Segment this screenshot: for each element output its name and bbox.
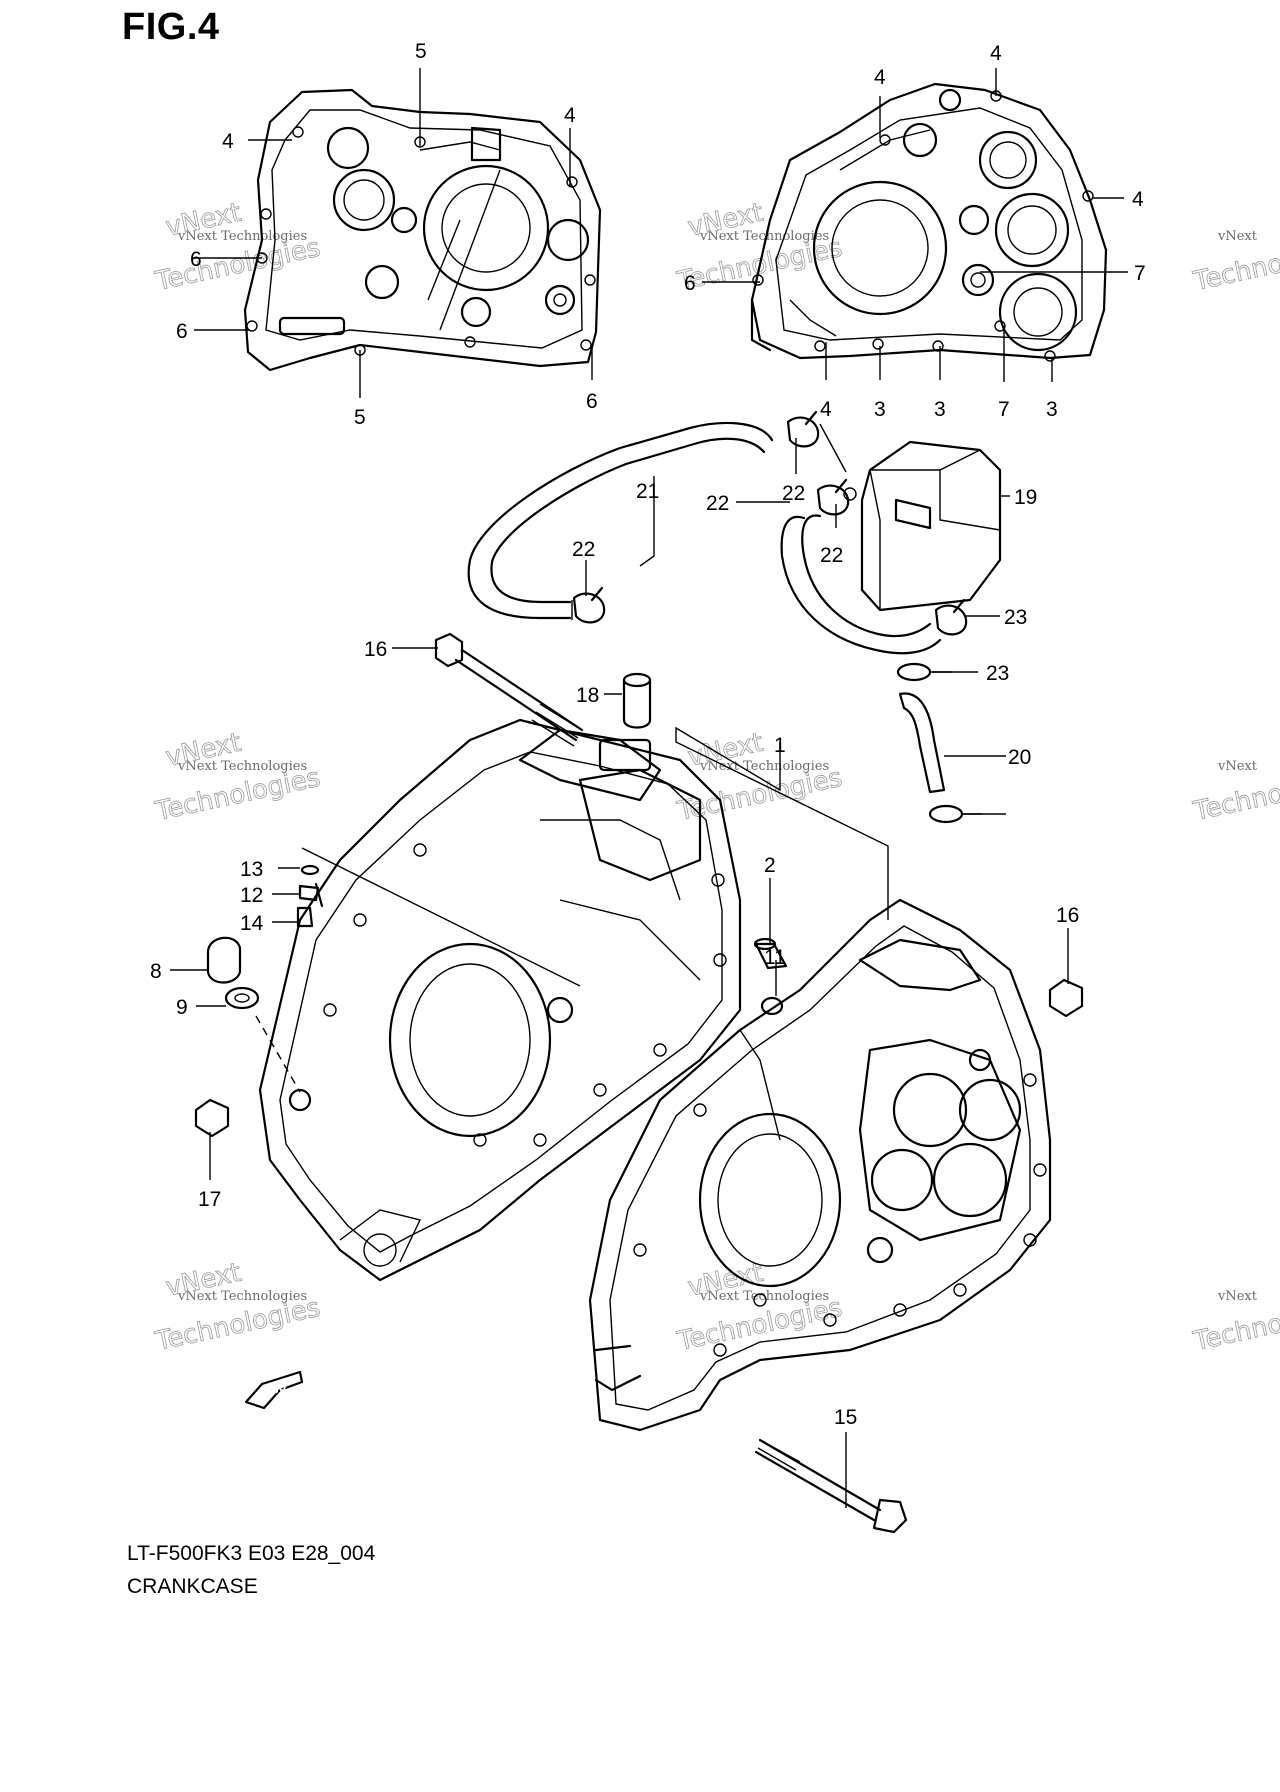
- callout-2: 2: [764, 854, 776, 877]
- breather-hose-19: [898, 692, 946, 794]
- callout-4: 4: [1132, 188, 1144, 211]
- callout-13: 14: [240, 912, 264, 935]
- watermark-small-text: vNext Technologies: [699, 229, 829, 244]
- callout-4: 4: [990, 42, 1002, 65]
- callout-21: 22: [706, 492, 729, 515]
- callout-4: 4: [820, 398, 832, 421]
- crankcase-left-half-3d: [258, 718, 742, 1282]
- callout-22: 23: [1004, 606, 1027, 629]
- callout-22: 22: [820, 544, 843, 567]
- callout-12: 13: [240, 858, 263, 881]
- callout-6: 6: [684, 272, 696, 295]
- hose-clamps-22: [572, 410, 968, 636]
- watermark-right-3: vNext Techno: [1190, 1289, 1280, 1357]
- figure-name: CRANKCASE: [127, 1575, 258, 1598]
- breather-case-18: [860, 440, 1002, 612]
- leader-lines: [170, 68, 1128, 1508]
- plug-8-and-gasket-9: [206, 936, 260, 1010]
- watermark-partial-big: Techno: [1190, 1309, 1280, 1357]
- crankcase-half-right-inner-view: [750, 82, 1108, 362]
- callout-16: 16: [1056, 904, 1079, 927]
- watermark-partial-small: vNext: [1217, 229, 1258, 244]
- o-ring-10: [760, 996, 784, 1016]
- callout-4: 4: [222, 130, 234, 153]
- callout-3: 3: [874, 398, 886, 421]
- clips-23: [896, 662, 982, 824]
- watermark-small-text: vNext Technologies: [177, 759, 307, 774]
- callout-4: 4: [564, 104, 576, 127]
- callout-1: 1: [774, 734, 786, 757]
- callout-15: 16: [364, 638, 387, 661]
- callout-18: 19: [1014, 486, 1037, 509]
- watermark-partial-big: Techno: [1190, 249, 1280, 297]
- callout-4: 4: [874, 66, 886, 89]
- watermark-left-2: vNext Technologies vNext Technologies: [152, 727, 323, 827]
- model-code: LT-F500FK3 E03 E28_004: [127, 1542, 376, 1565]
- callout-8: 8: [150, 960, 162, 983]
- watermark-right-2: vNext Techno: [1190, 759, 1280, 827]
- dowel-17: [622, 672, 652, 729]
- callout-6: 6: [176, 320, 188, 343]
- callout-labels: 5 4 4 6 6 5 6 4 4 4 7 6 4 3 3 7 3 21 22 …: [150, 40, 1146, 1429]
- watermark-right-1: vNext Techno: [1190, 229, 1280, 297]
- callout-11: 12: [240, 884, 263, 907]
- callout-6: 6: [190, 248, 202, 271]
- watermark-partial-small: vNext: [1217, 1289, 1258, 1304]
- figure-title: FIG.4: [122, 6, 220, 48]
- callout-22: 22: [782, 482, 805, 505]
- nut-16-left: [194, 1098, 230, 1138]
- bolt-14: [754, 1438, 908, 1534]
- callout-20: 21: [636, 480, 659, 503]
- watermark-left-1: vNext Technologies vNext Technologies: [152, 197, 323, 297]
- watermark-left-3: vNext Technologies vNext Technologies: [152, 1257, 323, 1357]
- callout-22: 22: [572, 538, 595, 561]
- callout-23: 23: [986, 662, 1009, 685]
- callout-7: 7: [1134, 262, 1146, 285]
- callout-16: 17: [198, 1188, 221, 1211]
- breather-hose-21: [780, 514, 942, 655]
- callout-10: 11: [764, 946, 786, 969]
- watermark-small-text: vNext Technologies: [177, 1289, 307, 1304]
- nut-16-right: [1048, 978, 1084, 1018]
- callout-3: 3: [934, 398, 946, 421]
- callout-7: 7: [998, 398, 1010, 421]
- dowel-2: [753, 937, 788, 970]
- bolt-15: [434, 632, 584, 747]
- watermark-partial-big: Techno: [1190, 779, 1280, 827]
- watermark-small-text: vNext Technologies: [699, 759, 829, 774]
- callout-9: 9: [176, 996, 188, 1019]
- watermark-partial-small: vNext: [1217, 759, 1258, 774]
- crankcase-right-half-3d: [588, 898, 1052, 1432]
- callout-17: 18: [576, 684, 599, 707]
- callout-3: 3: [1046, 398, 1058, 421]
- callout-6: 6: [586, 390, 598, 413]
- callout-14: 15: [834, 1406, 857, 1429]
- breather-hose-20: [467, 421, 774, 620]
- fwd-arrow-icon: FWD: [244, 1370, 304, 1410]
- callout-19: 20: [1008, 746, 1031, 769]
- callout-5: 5: [415, 40, 427, 63]
- callout-5: 5: [354, 406, 366, 429]
